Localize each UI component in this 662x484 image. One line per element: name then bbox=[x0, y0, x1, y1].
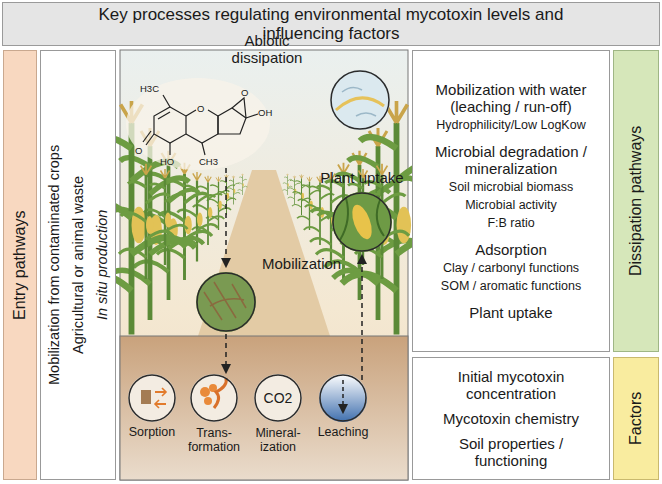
category-band: Factors bbox=[613, 357, 659, 480]
vertical-text: Mobilization from contaminated crops bbox=[45, 145, 63, 385]
circle-outline bbox=[332, 192, 392, 252]
category-band: Dissipation pathways bbox=[613, 50, 659, 352]
process-circle: Leaching bbox=[319, 374, 367, 422]
box-text: Microbial activity bbox=[465, 198, 557, 213]
circle-shape bbox=[255, 375, 301, 421]
process-circle: Plant uptake bbox=[332, 192, 392, 252]
process-label: Leaching bbox=[305, 426, 381, 439]
box-text: Soil microbial biomass bbox=[449, 180, 573, 195]
vertical-text: In situ production bbox=[93, 210, 111, 320]
circle-shape bbox=[333, 193, 391, 251]
vertical-text: Agricultural or animal waste bbox=[69, 176, 87, 354]
box-text: Mycotoxin chemistry bbox=[443, 410, 579, 427]
title-text: Key processes regulating environmental m… bbox=[91, 5, 571, 43]
circle-outline bbox=[319, 374, 367, 422]
title-band: Key processes regulating environmental m… bbox=[2, 2, 660, 46]
process-label: Mineral- ization bbox=[240, 426, 316, 454]
entry-box: Mobilization from contaminated crops Agri… bbox=[40, 50, 116, 480]
process-label: Sorption bbox=[114, 426, 190, 439]
box-text: Clay / carbonyl functions bbox=[443, 261, 579, 276]
pathway-box: Mobilization with water (leaching / run-… bbox=[412, 50, 610, 352]
box-text: Initial mycotoxin concentration bbox=[417, 368, 605, 402]
process-circle: Sorption bbox=[128, 374, 176, 422]
process-circle: CO2Mineral- ization bbox=[254, 374, 302, 422]
vertical-text: Factors bbox=[627, 392, 645, 445]
process-circle: Trans- formation bbox=[190, 374, 238, 422]
atom-label: O bbox=[241, 88, 248, 98]
process-circle: Mobilization bbox=[196, 272, 256, 332]
box-text: Mobilization with water (leaching / run-… bbox=[417, 81, 605, 115]
vertical-text: Entry pathways bbox=[11, 210, 29, 319]
atom-label: H3C bbox=[140, 84, 159, 94]
process-label: Abiotic dissipation bbox=[222, 32, 312, 66]
process-label: Trans- formation bbox=[176, 426, 252, 454]
box-text: Adsorption bbox=[475, 241, 547, 258]
box-text: Hydrophilicity/Low LogKow bbox=[436, 118, 585, 133]
circle-shape bbox=[191, 375, 237, 421]
circle-shape bbox=[331, 71, 389, 129]
formula-text: CO2 bbox=[254, 391, 302, 405]
circle-outline bbox=[330, 70, 390, 130]
category-band: Entry pathways bbox=[3, 50, 37, 480]
process-label: Mobilization bbox=[262, 256, 352, 271]
vertical-text: Dissipation pathways bbox=[627, 126, 645, 276]
circle-outline bbox=[190, 374, 238, 422]
circle-outline bbox=[196, 272, 256, 332]
circle-shape bbox=[320, 375, 366, 421]
box-text: F:B ratio bbox=[487, 216, 534, 231]
atom-label: O bbox=[135, 146, 142, 156]
process-label: Plant uptake bbox=[302, 170, 422, 185]
atom-label: HO bbox=[160, 157, 174, 167]
atom-label: O bbox=[197, 104, 204, 114]
circle-shape bbox=[129, 375, 175, 421]
box-text: SOM / aromatic functions bbox=[441, 279, 581, 294]
atom-label: OH bbox=[258, 108, 272, 118]
box-text: Microbial degradation / mineralization bbox=[417, 143, 605, 177]
circle-shape bbox=[197, 273, 255, 331]
box-text: Soil properties / functioning bbox=[436, 435, 586, 469]
atom-label: CH3 bbox=[199, 157, 218, 167]
box-text: Plant uptake bbox=[469, 304, 552, 321]
circle-outline bbox=[128, 374, 176, 422]
factor-box: Initial mycotoxin concentrationMycotoxin… bbox=[412, 357, 610, 480]
process-circle: Abiotic dissipation bbox=[330, 70, 390, 130]
